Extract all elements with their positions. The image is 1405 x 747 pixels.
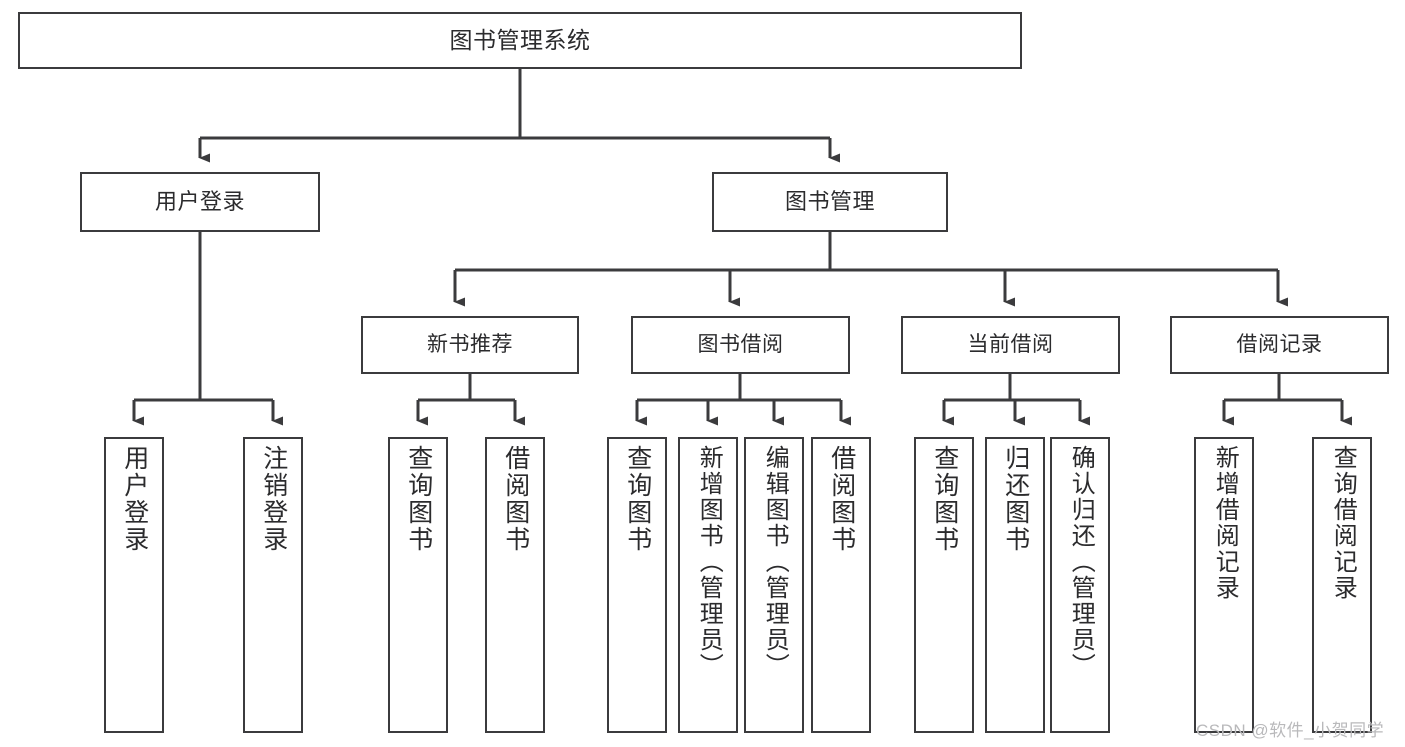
leaf-node[interactable]: 借阅图书: [811, 437, 871, 733]
leaf-node-label: 新增借阅记录: [1211, 445, 1239, 601]
node-root[interactable]: 图书管理系统: [18, 12, 1022, 69]
leaf-node[interactable]: 注销登录: [243, 437, 303, 733]
leaf-node-label: 查询图书: [623, 445, 652, 553]
node-book-management[interactable]: 图书管理: [712, 172, 948, 232]
leaf-node-label: 新增图书（管理员）: [695, 445, 723, 679]
leaf-node-label: 注销登录: [259, 445, 288, 553]
leaf-node-label: 借阅图书: [501, 445, 530, 553]
node-current-borrow[interactable]: 当前借阅: [901, 316, 1120, 374]
leaf-node-label: 查询图书: [930, 445, 959, 553]
leaf-node-label: 查询借阅记录: [1329, 445, 1357, 601]
leaf-node[interactable]: 编辑图书（管理员）: [744, 437, 804, 733]
node-user-login-label: 用户登录: [154, 189, 245, 215]
leaf-node[interactable]: 查询借阅记录: [1312, 437, 1372, 733]
watermark: CSDN @软件_小贺同学: [1196, 721, 1385, 740]
leaf-node[interactable]: 新增图书（管理员）: [678, 437, 738, 733]
leaf-node[interactable]: 归还图书: [985, 437, 1045, 733]
leaf-node-label: 借阅图书: [827, 445, 856, 553]
leaf-node[interactable]: 新增借阅记录: [1194, 437, 1254, 733]
leaf-node-label: 查询图书: [404, 445, 433, 553]
node-new-book-recommend[interactable]: 新书推荐: [361, 316, 579, 374]
leaf-node-label: 确认归还（管理员）: [1067, 445, 1095, 679]
leaf-node[interactable]: 查询图书: [388, 437, 448, 733]
node-current-borrow-label: 当前借阅: [967, 332, 1054, 356]
leaf-node[interactable]: 查询图书: [914, 437, 974, 733]
node-borrow-records[interactable]: 借阅记录: [1170, 316, 1389, 374]
node-user-login[interactable]: 用户登录: [80, 172, 320, 232]
node-book-management-label: 图书管理: [784, 189, 875, 215]
node-book-borrow-label: 图书借阅: [697, 332, 784, 356]
node-book-borrow[interactable]: 图书借阅: [631, 316, 850, 374]
node-root-label: 图书管理系统: [449, 26, 591, 53]
leaf-node-label: 编辑图书（管理员）: [761, 445, 789, 679]
leaf-node[interactable]: 确认归还（管理员）: [1050, 437, 1110, 733]
leaf-node[interactable]: 查询图书: [607, 437, 667, 733]
leaf-node-label: 归还图书: [1001, 445, 1030, 553]
leaf-node[interactable]: 用户登录: [104, 437, 164, 733]
node-new-book-recommend-label: 新书推荐: [427, 332, 513, 356]
leaf-node-label: 用户登录: [120, 445, 149, 553]
node-borrow-records-label: 借阅记录: [1236, 332, 1323, 356]
leaf-node[interactable]: 借阅图书: [485, 437, 545, 733]
